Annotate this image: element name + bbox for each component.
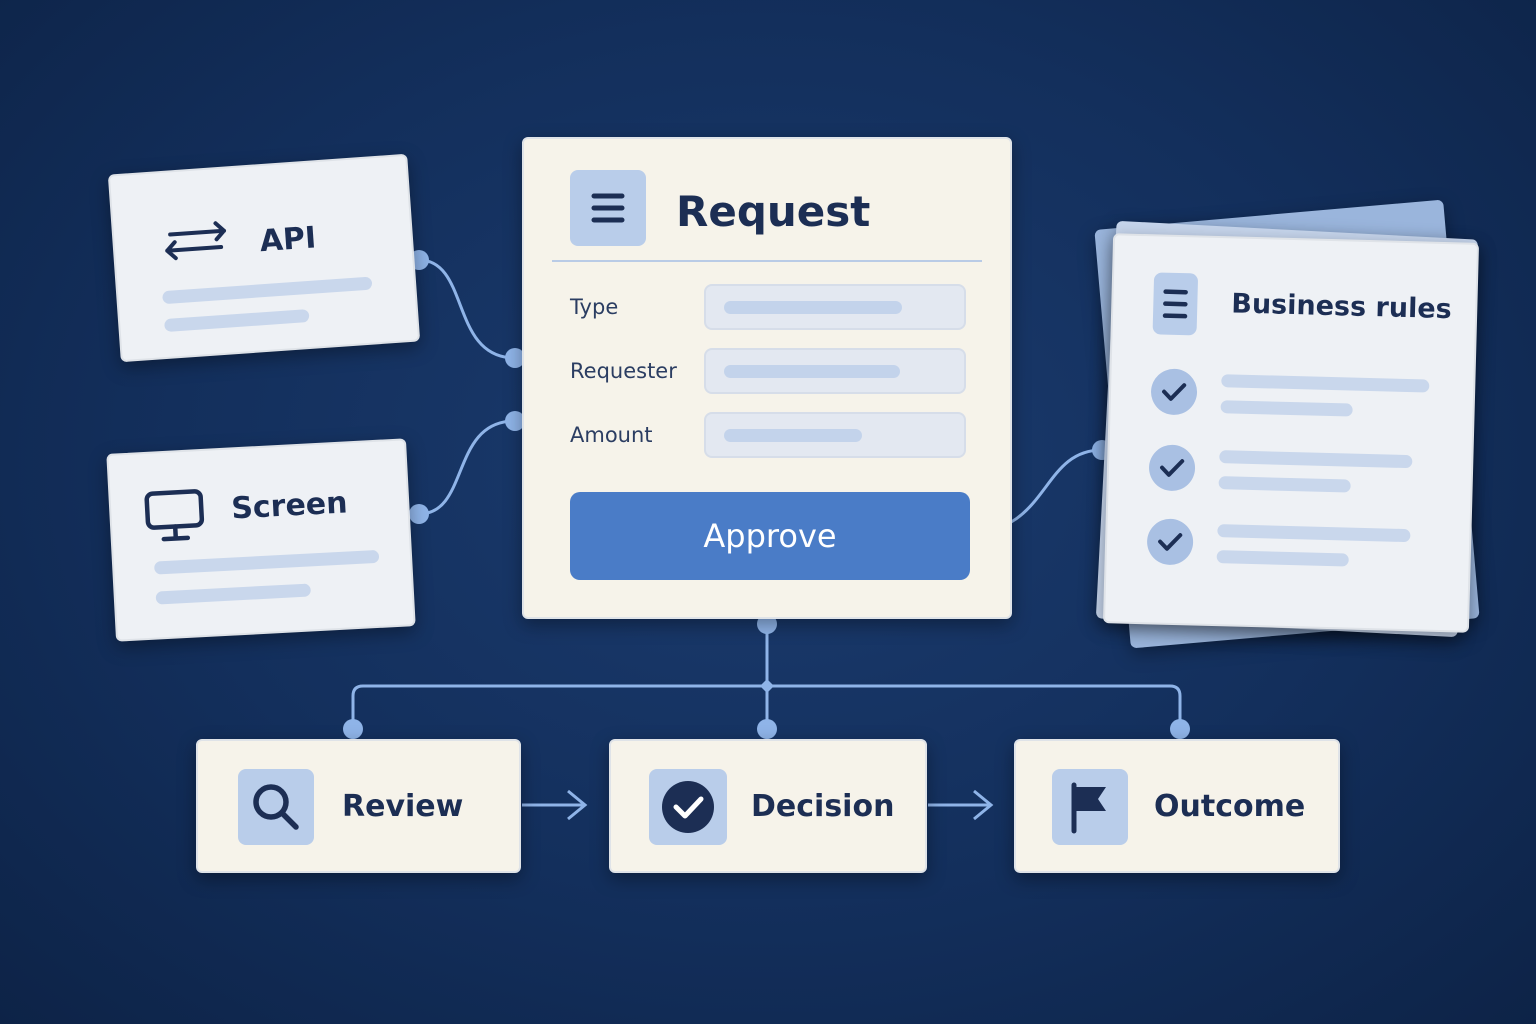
field-value-placeholder: [724, 365, 900, 378]
rules-check-list: [1115, 235, 1477, 567]
request-title: Request: [676, 187, 871, 236]
screen-to-request-connector: [418, 419, 516, 516]
field-value-placeholder: [724, 301, 902, 314]
rule-placeholder-line: [1220, 400, 1353, 417]
connector-dot: [757, 614, 777, 634]
field-label: Type: [570, 295, 619, 319]
rule-placeholder-line: [1221, 374, 1430, 393]
check-circle-icon: [1146, 518, 1194, 566]
rule-placeholder-line: [1216, 550, 1349, 567]
field-input[interactable]: [704, 284, 966, 330]
rule-placeholder-line: [1218, 476, 1351, 493]
api-card[interactable]: API: [107, 153, 421, 363]
approve-button[interactable]: Approve: [570, 492, 970, 580]
flow-step-label: Review: [342, 789, 464, 824]
api-to-request-connector: [418, 258, 516, 360]
check-circle-icon: [1150, 368, 1198, 416]
placeholder-line: [155, 583, 312, 605]
arrows-exchange-icon: [165, 221, 226, 261]
approve-button-label: Approve: [703, 517, 837, 555]
field-input[interactable]: [704, 348, 966, 394]
divider: [552, 260, 982, 262]
connector-dot: [505, 348, 525, 368]
placeholder-line: [164, 309, 310, 333]
placeholder-line: [162, 276, 373, 305]
flow-step-outcome[interactable]: Outcome: [1014, 739, 1340, 873]
rules-card[interactable]: Business rules: [1102, 233, 1480, 633]
check-circle-icon: [649, 769, 727, 845]
field-label: Requester: [570, 359, 677, 383]
decision-to-outcome-arrow: [928, 789, 994, 821]
document-icon: [1152, 272, 1199, 336]
flow-step-label: Decision: [751, 789, 895, 824]
api-title: API: [258, 220, 318, 260]
connector-dot: [343, 719, 363, 739]
connector-dot: [1170, 719, 1190, 739]
rule-placeholder-line: [1217, 524, 1411, 543]
document-icon: [570, 170, 646, 246]
connector-dot: [505, 411, 525, 431]
field-input[interactable]: [704, 412, 966, 458]
flow-step-decision[interactable]: Decision: [609, 739, 927, 873]
rules-title: Business rules: [1230, 288, 1453, 326]
flag-icon: [1052, 769, 1128, 845]
magnifier-icon: [238, 769, 314, 845]
rule-placeholder-line: [1219, 450, 1413, 469]
connector-dot: [409, 504, 429, 524]
junction-diamond: [760, 679, 774, 693]
monitor-icon: [144, 489, 205, 542]
placeholder-line: [153, 549, 380, 575]
screen-title: Screen: [230, 485, 349, 527]
field-value-placeholder: [724, 429, 862, 442]
connector-dot: [757, 719, 777, 739]
flow-step-review[interactable]: Review: [196, 739, 521, 873]
check-circle-icon: [1148, 444, 1196, 492]
field-label: Amount: [570, 423, 653, 447]
screen-card[interactable]: Screen: [106, 438, 416, 642]
flow-step-label: Outcome: [1154, 789, 1306, 824]
review-to-decision-arrow: [522, 789, 588, 821]
